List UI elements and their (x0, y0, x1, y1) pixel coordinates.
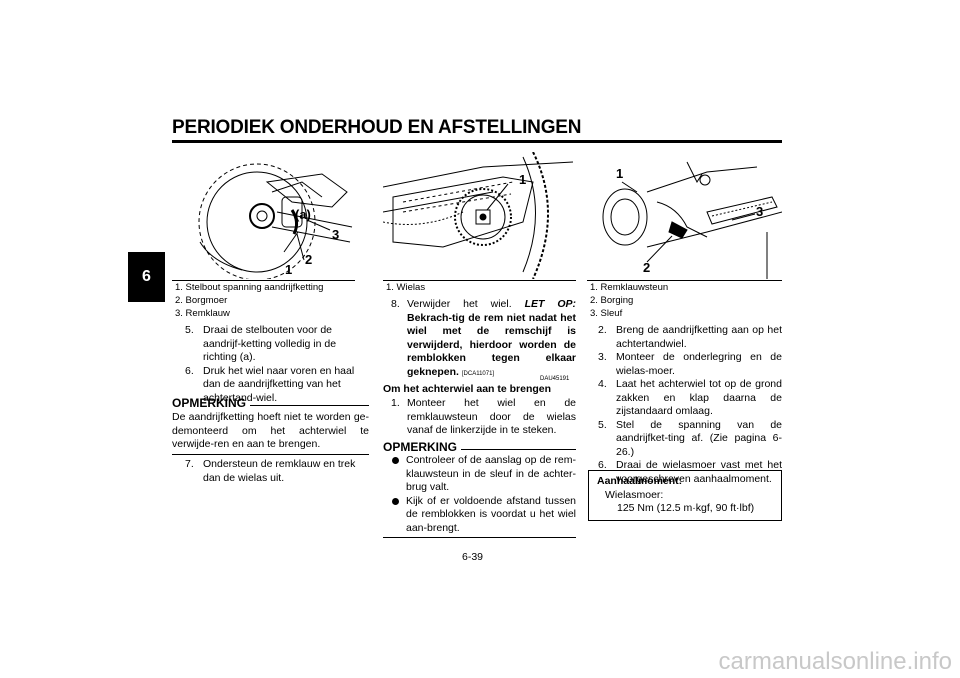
note-end-rule-2 (383, 537, 576, 538)
step-6: 6.Druk het wiel naar voren en haal dan d… (185, 364, 355, 404)
bullet-item: Controleer of de aanslag op de rem-klauw… (388, 454, 576, 495)
figure-brake-caliper: (a) 1 2 3 (172, 152, 355, 279)
section-title: Om het achterwiel aan te brengen (383, 383, 552, 395)
step-4: 4.Laat het achterwiel tot op de grond za… (598, 378, 782, 417)
caption-rule-1 (172, 280, 355, 281)
chapter-tab: 6 (128, 252, 165, 302)
caption-item: 2. Borging (590, 295, 634, 306)
step-5: 5.Draai de stelbouten voor de aandrijf-k… (185, 324, 337, 363)
step-2: 2.Breng de aandrijfketting aan op het ac… (598, 324, 782, 350)
col1-steps: 5.Draai de stelbouten voor de aandrijf-k… (185, 324, 369, 405)
callout-1: 1 (519, 172, 527, 187)
torque-spec-box: Aanhaalmoment: Wielasmoer: 125 Nm (12.5 … (588, 470, 782, 521)
bullet-dot-icon (392, 457, 399, 464)
step-6: 6.Draai de wielasmoer vast met het voorg… (598, 459, 782, 485)
caption-rule-3 (587, 280, 782, 281)
torque-heading: Aanhaalmoment: (597, 475, 683, 487)
caption-item: 1. Remklauwsteun (590, 282, 669, 293)
note-heading-2: OPMERKING (383, 440, 576, 454)
bullet-dot-icon (392, 497, 399, 505)
watermark: carmanualsonline.info (718, 648, 952, 675)
callout-2: 2 (305, 252, 313, 267)
col2-step8: 8.Verwijder het wiel. LET OP: Bekrach-ti… (383, 298, 576, 381)
page-title: PERIODIEK ONDERHOUD EN AFSTELLINGEN (172, 117, 582, 138)
callout-1: 1 (616, 166, 624, 181)
col3-steps: 2.Breng de aandrijfketting aan op het ac… (598, 324, 782, 486)
callout-a: (a) (295, 207, 311, 222)
callout-3: 3 (332, 227, 340, 242)
caption-item: 2. Borgmoer (175, 295, 228, 306)
figure-wheel-axle: 1 (383, 152, 576, 279)
step-8: 8.Verwijder het wiel. LET OP: Bekrach-ti… (391, 298, 577, 378)
title-rule (172, 140, 782, 143)
note-end-rule-1 (172, 454, 369, 455)
callout-1: 1 (285, 262, 293, 277)
caption-item: 1. Wielas (386, 282, 426, 293)
caption-item: 3. Remklauw (175, 308, 230, 319)
note-heading-1: OPMERKING (172, 396, 369, 410)
figure-caption-list-2: 1. Wielas (386, 281, 425, 294)
callout-3: 3 (756, 204, 764, 219)
figure-caliper-bracket: 1 2 3 (587, 152, 782, 279)
note-bullets: Controleer of de aanslag op de rem-klauw… (388, 454, 576, 535)
note-text-1: De aandrijfketting hoeft niet te worden … (172, 411, 369, 450)
page-number: 6-39 (462, 551, 484, 563)
figure-caption-list-1: 1. Stelbout spanning aandrijfketting 2. … (175, 281, 323, 320)
caption-item: 3. Sleuf (590, 308, 623, 319)
torque-value: 125 Nm (12.5 m·kgf, 90 ft·lbf) (617, 502, 755, 514)
col1-step7: 7.Ondersteun de remklauw en trek dan de … (185, 458, 369, 485)
caption-item: 1. Stelbout spanning aandrijfketting (175, 282, 324, 293)
step-3: 3.Monteer de onderlegring en de wielas-m… (598, 351, 782, 377)
callout-2: 2 (643, 260, 651, 275)
section-code: DAU45191 (540, 376, 570, 382)
col2-step1: 1.Monteer het wiel en de remklauwsteun d… (383, 397, 576, 438)
step-7: 7.Ondersteun de remklauw en trek dan de … (185, 458, 356, 484)
bullet-item: Kijk of er voldoende afstand tussen de r… (388, 495, 576, 536)
step-1: 1.Monteer het wiel en de remklauwsteun d… (391, 397, 576, 436)
caption-rule-2 (383, 280, 576, 281)
torque-item: Wielasmoer: (605, 488, 664, 501)
step-5: 5.Stel de spanning van de aandrijfket-ti… (598, 418, 782, 458)
figure-caption-list-3: 1. Remklauwsteun 2. Borging 3. Sleuf (590, 281, 668, 320)
